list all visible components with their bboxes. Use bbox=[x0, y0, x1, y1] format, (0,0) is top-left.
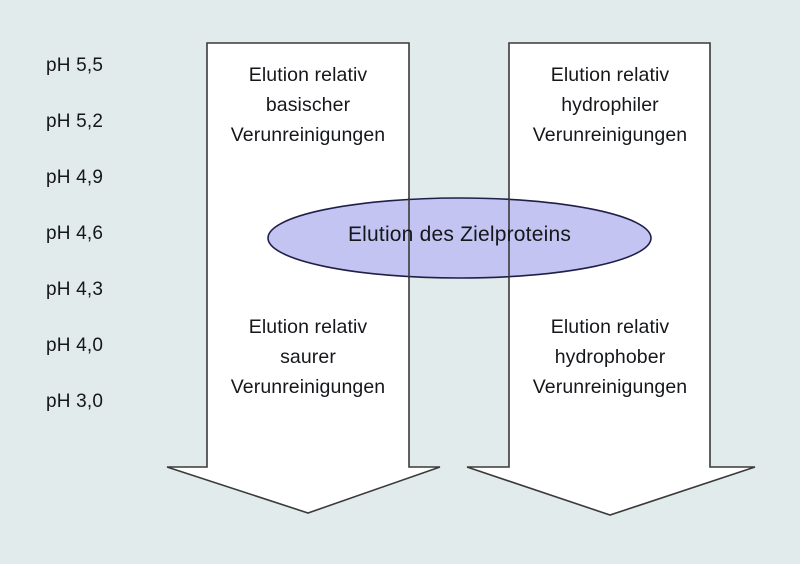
target-protein-ellipse-label: Elution des Zielproteins bbox=[347, 223, 572, 246]
left-arrow-top-text: Elution relativ basischer Verunreinigung… bbox=[207, 60, 409, 150]
target-protein-ellipse-shape bbox=[267, 197, 652, 279]
left-arrow-shape bbox=[166, 42, 441, 514]
left-arrow-top-line-1: Elution relativ bbox=[248, 64, 368, 86]
left-arrow-bottom-text: Elution relativ saurer Verunreinigungen bbox=[202, 312, 414, 402]
right-arrow-bottom-line-2: hydrophober bbox=[554, 346, 666, 368]
ph-label-5-5: pH 5,5 bbox=[46, 55, 104, 76]
right-arrow-top-text: Elution relativ hydrophiler Verunreinigu… bbox=[509, 60, 711, 150]
ph-label-4-6: pH 4,6 bbox=[46, 223, 104, 244]
right-arrow-top-line-2: hydrophiler bbox=[561, 94, 659, 116]
right-arrow-bottom-line-1: Elution relativ bbox=[550, 316, 670, 338]
right-arrow-top-line-3: Verunreinigungen bbox=[532, 124, 688, 146]
left-arrow-bottom-line-2: saurer bbox=[280, 346, 336, 368]
ph-label-4-3: pH 4,3 bbox=[46, 279, 104, 300]
left-arrow-top-line-2: basischer bbox=[265, 94, 351, 116]
ph-label-4-9: pH 4,9 bbox=[46, 167, 104, 188]
ph-label-5-2: pH 5,2 bbox=[46, 111, 104, 132]
left-arrow-top-line-3: Verunreinigungen bbox=[230, 124, 386, 146]
right-arrow-shape bbox=[466, 42, 756, 516]
left-arrow-bottom-line-3: Verunreinigungen bbox=[230, 376, 386, 398]
ph-label-3-0: pH 3,0 bbox=[46, 391, 104, 412]
right-arrow-bottom-line-3: Verunreinigungen bbox=[532, 376, 688, 398]
right-arrow-bottom-text: Elution relativ hydrophober Verunreinigu… bbox=[504, 312, 716, 402]
right-arrow-top-line-1: Elution relativ bbox=[550, 64, 670, 86]
ph-scale: pH 5,5 pH 5,2 pH 4,9 pH 4,6 pH 4,3 pH 4,… bbox=[46, 56, 196, 448]
left-arrow-bottom-line-1: Elution relativ bbox=[248, 316, 368, 338]
ph-label-4-0: pH 4,0 bbox=[46, 335, 104, 356]
